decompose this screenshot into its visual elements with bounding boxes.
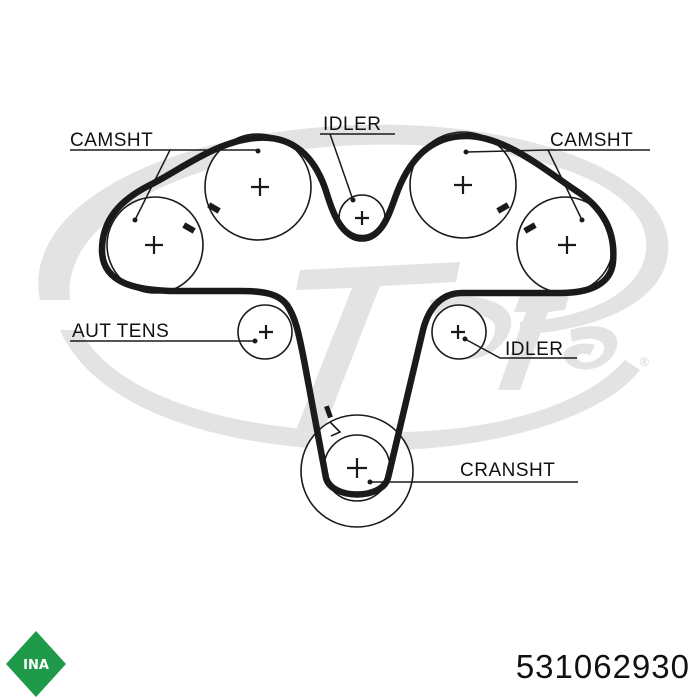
pulley-centers: [145, 176, 576, 478]
rotation-arrow: [329, 421, 342, 437]
timing-belt: [98, 132, 617, 498]
part-number: 531062930: [516, 648, 690, 685]
ina-logo-text: INA: [23, 658, 49, 673]
label-camshaft-left: CAMSHT: [70, 130, 153, 151]
timing-mark-left-cam-2: [207, 202, 221, 214]
timing-mark-right-cam: [496, 202, 510, 214]
label-camshaft-right: CAMSHT: [550, 130, 633, 151]
ina-logo-diamond: [6, 631, 66, 697]
leader-lines: [70, 133, 650, 485]
registered-mark: ®: [640, 355, 649, 369]
label-auto-tensioner: AUT TENS: [72, 321, 169, 342]
ina-logo: INA: [6, 631, 66, 697]
timing-mark-left-cam: [182, 222, 196, 234]
label-idler-top: IDLER: [323, 114, 381, 135]
timing-mark-right-cam-2: [523, 222, 537, 234]
timing-mark-crank: [324, 405, 333, 419]
label-idler-right: IDLER: [505, 339, 563, 360]
label-crankshaft: CRANSHT: [460, 460, 555, 481]
